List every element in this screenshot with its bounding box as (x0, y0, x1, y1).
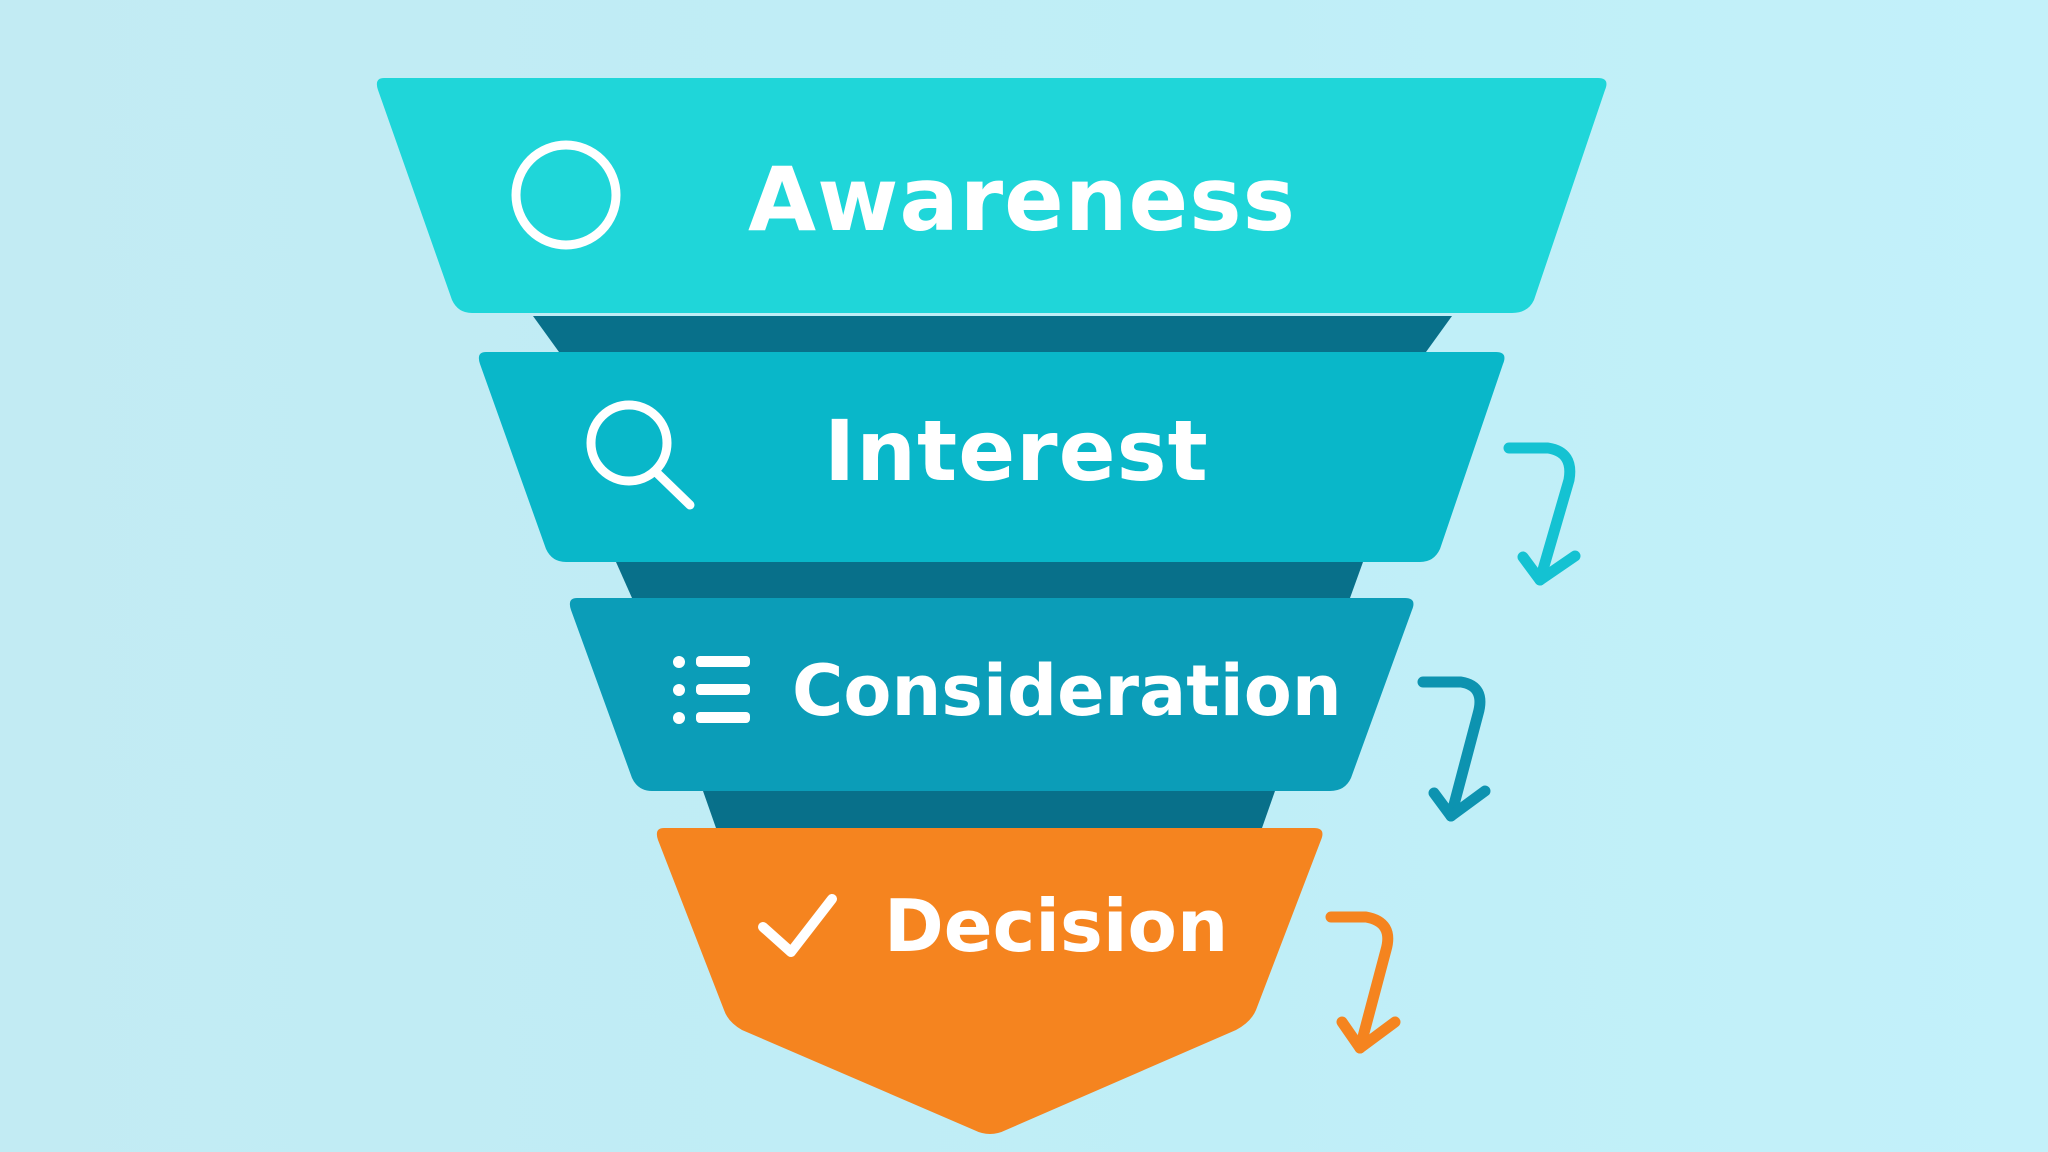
arrow-icon-1 (1503, 442, 1581, 586)
stage-decision-label: Decision (884, 884, 1229, 968)
stage-interest-band (478, 352, 1505, 562)
stage-consideration-label: Consideration (792, 650, 1342, 732)
arrow-icon-3 (1325, 911, 1401, 1054)
connector-2 (616, 562, 1363, 598)
arrow-icon-2 (1417, 676, 1491, 822)
connector-3 (703, 791, 1275, 828)
checkmark-icon (758, 894, 837, 957)
stage-consideration-band (569, 598, 1414, 791)
search-icon (586, 400, 695, 510)
circle-icon (511, 140, 621, 250)
stage-awareness-label: Awareness (748, 148, 1296, 251)
stage-decision-band (656, 828, 1323, 1134)
stage-interest-label: Interest (824, 402, 1209, 500)
connector-1 (533, 316, 1452, 352)
stage-awareness-band (376, 78, 1607, 313)
list-icon (673, 656, 750, 724)
